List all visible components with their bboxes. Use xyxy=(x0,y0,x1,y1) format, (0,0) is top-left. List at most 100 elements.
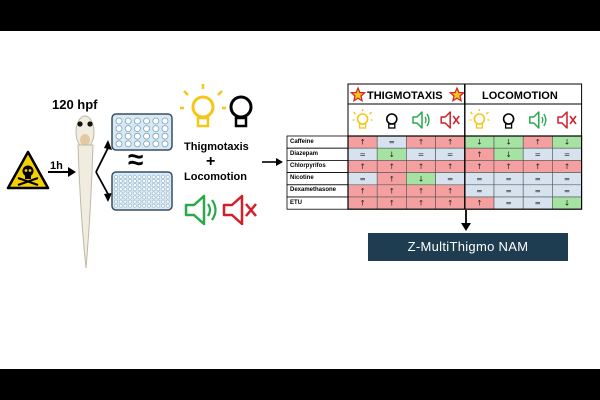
well xyxy=(123,199,128,204)
well xyxy=(137,183,142,188)
star-icon xyxy=(349,86,367,102)
well xyxy=(143,132,151,140)
speaker-mute-icon xyxy=(222,194,257,226)
well xyxy=(161,183,165,188)
well xyxy=(165,179,170,183)
well xyxy=(115,132,123,140)
well xyxy=(147,191,151,196)
well xyxy=(156,179,161,183)
well xyxy=(151,195,156,200)
light-condition-icon xyxy=(469,109,490,129)
well xyxy=(152,132,160,140)
well xyxy=(142,203,147,208)
effect-symbol: ↑ xyxy=(359,138,365,147)
approx-symbol: ≈ xyxy=(128,144,144,175)
effect-symbol: = xyxy=(505,174,511,183)
well xyxy=(147,187,151,192)
well xyxy=(114,195,118,200)
well xyxy=(115,117,123,125)
no-sound-condition-icon xyxy=(557,111,577,129)
compound-label: Chlorpyrifos xyxy=(290,162,326,169)
well xyxy=(143,125,151,133)
compound-label: Diazepam xyxy=(290,150,319,157)
well xyxy=(152,125,160,133)
light-bulb-on-icon xyxy=(180,84,226,128)
well xyxy=(156,183,161,188)
thigmotaxis-header: THIGMOTAXIS xyxy=(367,90,443,102)
well xyxy=(114,187,118,192)
effect-symbol: ↑ xyxy=(359,162,365,171)
well xyxy=(124,140,132,148)
well xyxy=(147,203,151,208)
effect-symbol: ↑ xyxy=(389,187,395,196)
well xyxy=(137,195,142,200)
well xyxy=(133,140,141,148)
effect-symbol: ↓ xyxy=(505,138,511,147)
well xyxy=(147,183,151,188)
effect-symbol: ↓ xyxy=(389,150,395,159)
sound-condition-icon xyxy=(412,111,430,129)
well-plate-24-icon xyxy=(111,113,173,151)
effect-symbol: ↑ xyxy=(505,162,511,171)
effect-symbol: = xyxy=(535,150,541,159)
well xyxy=(147,195,151,200)
effect-symbol: ↑ xyxy=(389,162,395,171)
well xyxy=(161,132,169,140)
well xyxy=(156,175,161,179)
zebrafish-larva-icon xyxy=(75,115,95,269)
well xyxy=(165,199,170,204)
well xyxy=(143,117,151,125)
well xyxy=(151,199,156,204)
results-table: ↑=↑↑↓↓↑↓=↓==↑↓==↑↑↑↑↑↑↑↑=↑↓=====↑↑↑↑====… xyxy=(286,83,583,210)
effect-symbol: ↑ xyxy=(418,199,424,208)
well xyxy=(128,179,132,183)
light-bulb-off-icon xyxy=(229,95,253,128)
well xyxy=(161,140,169,148)
well xyxy=(124,117,132,125)
effect-symbol: = xyxy=(535,199,541,208)
well xyxy=(118,195,123,200)
effect-symbol: ↑ xyxy=(359,199,365,208)
well xyxy=(132,195,137,200)
well xyxy=(132,183,137,188)
effect-symbol: ↑ xyxy=(447,199,453,208)
well xyxy=(143,140,151,148)
light-condition-icon xyxy=(352,109,373,129)
well xyxy=(137,203,142,208)
effect-symbol: = xyxy=(359,150,365,159)
effect-symbol: ↑ xyxy=(418,187,424,196)
well xyxy=(118,199,123,204)
well xyxy=(142,195,147,200)
dark-condition-icon xyxy=(502,113,515,129)
well xyxy=(118,183,123,188)
well xyxy=(142,187,147,192)
effect-symbol: = xyxy=(418,150,424,159)
table-body-border xyxy=(347,135,583,210)
well xyxy=(142,179,147,183)
well xyxy=(128,187,132,192)
effect-symbol: ↓ xyxy=(505,150,511,159)
well xyxy=(161,125,169,133)
well xyxy=(114,203,118,208)
plate-branch-arrows xyxy=(95,140,112,202)
star-icon xyxy=(448,86,466,102)
well xyxy=(152,117,160,125)
well xyxy=(132,187,137,192)
effect-symbol: ↑ xyxy=(418,138,424,147)
compound-label: Caffeine xyxy=(290,138,314,145)
effect-symbol: = xyxy=(564,187,570,196)
well xyxy=(114,175,118,179)
to-result-arrow xyxy=(461,210,471,231)
well xyxy=(165,187,170,192)
well xyxy=(124,132,132,140)
well xyxy=(151,175,156,179)
compound-label: ETU xyxy=(290,199,302,206)
well xyxy=(114,191,118,196)
well xyxy=(161,199,165,204)
effect-symbol: = xyxy=(505,199,511,208)
well xyxy=(165,203,170,208)
effect-symbol: = xyxy=(389,138,395,147)
effect-symbol: ↑ xyxy=(447,138,453,147)
well xyxy=(114,183,118,188)
well xyxy=(156,199,161,204)
